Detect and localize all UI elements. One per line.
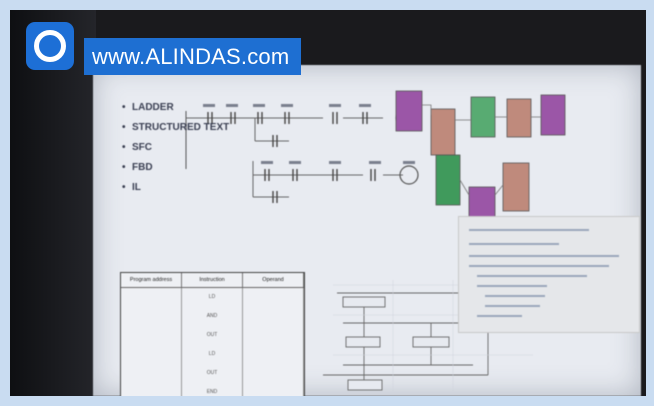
language-item: •STRUCTURED TEXT [122,122,230,133]
operand-cell [243,345,304,364]
instruction-cell: AND [182,307,243,326]
instruction-cell: LD [182,288,243,307]
table-row: AND [121,307,304,326]
table-row: LD [121,288,304,307]
lecture-photo: •LADDER •STRUCTURED TEXT •SFC •FBD •IL P… [10,10,646,396]
header-cell: Operand [243,273,304,287]
table-row: END [121,383,304,396]
table-row: LD [121,345,304,364]
instruction-table: Program address Instruction Operand LD A… [120,272,305,396]
instruction-cell: END [182,383,243,396]
address-cell [121,326,182,345]
header-cell: Program address [121,273,182,287]
operand-cell [243,383,304,396]
language-item: •SFC [122,142,152,153]
operand-cell [243,288,304,307]
header-cell: Instruction [182,273,243,287]
address-cell [121,383,182,396]
language-item: •LADDER [122,102,174,113]
watermark-url: www.ALINDAS.com [84,38,302,75]
instruction-cell: OUT [182,326,243,345]
table-row: OUT [121,364,304,383]
logo-icon [26,22,74,70]
table-row: OUT [121,326,304,345]
structured-text-panel [458,216,640,333]
table-header: Program address Instruction Operand [121,273,304,288]
operand-cell [243,364,304,383]
instruction-cell: LD [182,345,243,364]
address-cell [121,364,182,383]
operand-cell [243,326,304,345]
instruction-cell: OUT [182,364,243,383]
operand-cell [243,307,304,326]
address-cell [121,288,182,307]
language-item: •IL [122,182,141,193]
language-item: •FBD [122,162,153,173]
dark-wall [10,10,96,396]
language-list: •LADDER •STRUCTURED TEXT •SFC •FBD •IL [122,98,229,198]
address-cell [121,307,182,326]
address-cell [121,345,182,364]
